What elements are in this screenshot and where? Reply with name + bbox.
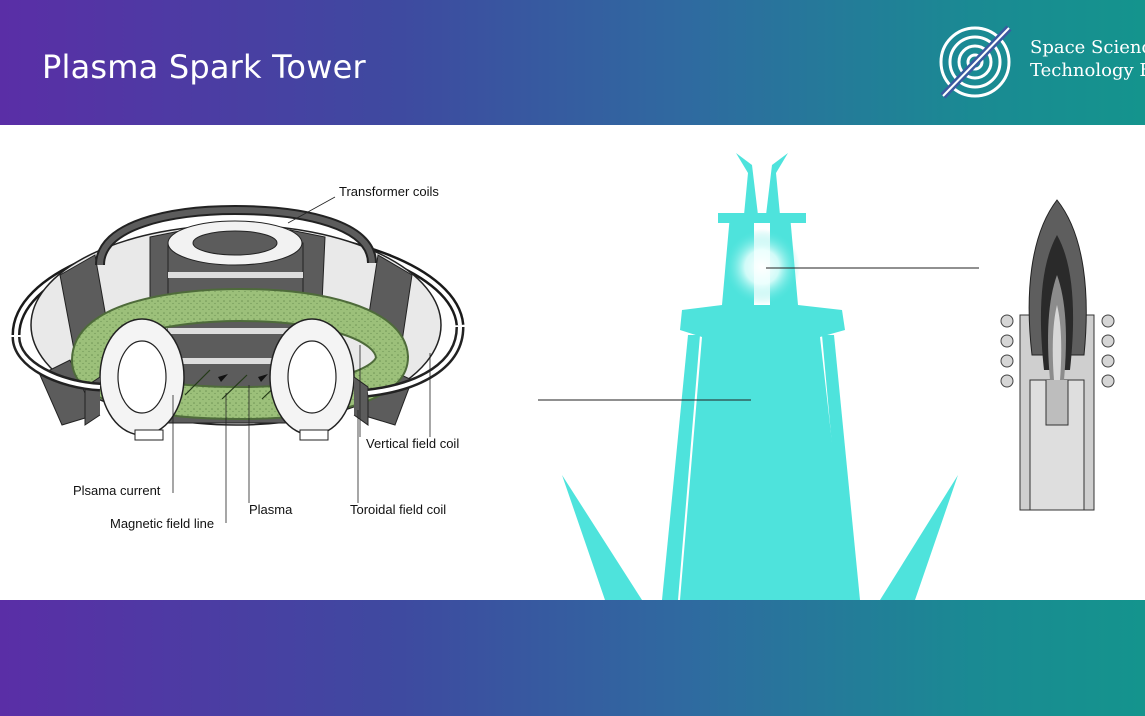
- label-magnetic-field-line: Magnetic field line: [110, 516, 214, 531]
- label-toroidal-field-coil: Toroidal field coil: [350, 502, 446, 517]
- content-area: Transformer coils Vertical field coil Pl…: [0, 125, 1145, 600]
- agency-name-line2: Technology E: [1030, 60, 1145, 81]
- tower-crossbar: [718, 213, 806, 223]
- label-plasma-current: Plsama current: [73, 483, 161, 498]
- agency-name: Space Science Technology E: [1030, 36, 1145, 82]
- label-plasma: Plasma: [249, 502, 293, 517]
- spark-glow: [724, 229, 800, 305]
- label-transformer-coils: Transformer coils: [339, 184, 439, 199]
- spark-tower-illustration: [538, 153, 979, 600]
- tower-prong-right: [766, 153, 788, 215]
- torch-induction-coils: [1000, 314, 1115, 388]
- agency-name-line1: Space Science: [1030, 37, 1145, 58]
- toroidal-field-coil-left: [84, 318, 185, 436]
- tokamak-diagram: Transformer coils Vertical field coil Pl…: [11, 184, 465, 531]
- leader-lines: [172, 196, 431, 523]
- tower-body: [680, 215, 850, 600]
- tower-leg-right: [822, 335, 860, 600]
- tower-spike-right: [880, 475, 958, 600]
- plasma-torch-diagram: [1000, 199, 1115, 511]
- agency-logo-icon: [939, 25, 1012, 99]
- tower-prong-left: [736, 153, 758, 215]
- coil-foot-right: [299, 429, 329, 441]
- tower-spike-left: [562, 475, 642, 600]
- label-vertical-field-coil: Vertical field coil: [366, 436, 459, 451]
- footer-bar: [0, 600, 1145, 716]
- toroidal-field-coil-right: [269, 318, 369, 436]
- header-bar: Plasma Spark Tower Space Science Technol…: [0, 0, 1145, 125]
- page-title: Plasma Spark Tower: [42, 48, 366, 86]
- coil-foot-left: [134, 429, 164, 441]
- diagram-canvas: Transformer coils Vertical field coil Pl…: [11, 153, 1115, 600]
- tower-leg-left: [662, 335, 700, 600]
